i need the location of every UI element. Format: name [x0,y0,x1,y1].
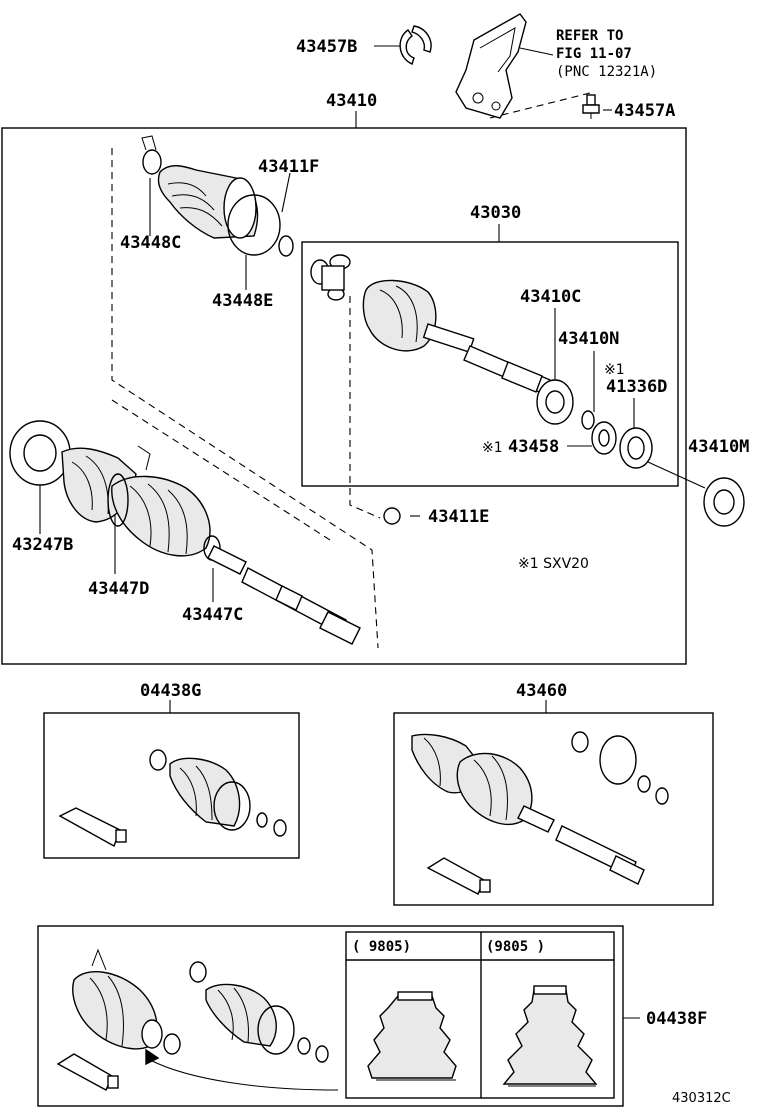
oil-seal-icon [703,477,745,527]
clamp-band-icon [227,194,281,256]
refer-line-2: FIG 11-07 [556,46,632,62]
label-43457A: 43457A [614,101,675,121]
boot-icon [205,983,295,1055]
boot-profile-icon [502,985,598,1087]
clamp-band-icon [571,731,589,753]
clip-ring-icon [399,25,432,65]
snap-ring-icon [581,410,595,430]
label-43448E: 43448E [212,291,273,311]
snap-ring-icon [383,507,401,525]
label-note-sxv20: ※1 SXV20 [518,556,589,572]
boot-icon [72,971,163,1050]
label-41336D: 41336D [606,377,667,397]
clamp-band-icon [141,135,162,175]
label-43411E: 43411E [428,507,489,527]
drive-shaft-icon [517,805,645,885]
snap-ring-icon [256,812,268,828]
label-04438F: 04438F [646,1009,707,1029]
label-43458: 43458 [508,437,559,457]
snap-ring-icon [273,819,287,837]
bearing-icon [591,421,617,455]
label-04438G: 04438G [140,681,201,701]
table-col-after-9805: (9805 ) [486,939,545,955]
refer-line-1: REFER TO [556,28,623,44]
bracket-icon [455,13,527,119]
oil-seal-icon [619,427,653,469]
kit-04438F-box [37,925,624,1107]
clamp-band-icon [149,749,167,771]
label-43030: 43030 [470,203,521,223]
outer-joint-icon [362,279,475,354]
label-43411F: 43411F [258,157,319,177]
bearing-icon [536,379,574,425]
snap-ring-icon [278,235,294,257]
drive-shaft-icon [207,545,361,645]
kit-04438G-box [43,712,300,859]
label-43447D: 43447D [88,579,149,599]
boot-icon [111,475,211,557]
clamp-band-icon [599,735,637,785]
snap-ring-icon [637,775,651,793]
snap-ring-icon [655,787,669,805]
clamp-band-icon [107,473,129,527]
bolt-icon [582,94,600,119]
inner-joint-box [301,241,679,487]
label-43410M: 43410M [688,437,749,457]
label-43410: 43410 [326,91,377,111]
grease-tube-icon [426,857,491,895]
label-43410C: 43410C [520,287,581,307]
label-43457B: 43457B [296,37,357,57]
main-assembly-box [1,127,687,665]
snap-ring-icon [315,1045,329,1063]
grease-tube-icon [56,1053,119,1091]
label-mark1-a: ※1 [604,362,625,378]
boot-profile-icon [367,991,457,1081]
boot-icon [157,165,259,239]
grease-tube-icon [58,807,127,848]
label-43448C: 43448C [120,233,181,253]
boot-icon [169,757,251,831]
label-43447C: 43447C [182,605,243,625]
clamp-band-icon [163,1033,181,1055]
tripod-joint-icon [310,254,351,301]
oil-seal-icon [9,420,71,486]
clamp-band-icon [189,961,207,983]
refer-line-3: (PNC 12321A) [556,64,657,80]
label-43460: 43460 [516,681,567,701]
label-mark1-b: ※1 [482,440,503,456]
snap-ring-icon [297,1037,311,1055]
drive-shaft-icon [463,345,551,395]
table-col-before-9805: ( 9805) [352,939,411,955]
kit-43460-box [393,712,714,906]
boot-variant-table [345,931,615,1099]
label-43410N: 43410N [558,329,619,349]
figure-number: 430312C [672,1091,731,1106]
label-43247B: 43247B [12,535,73,555]
